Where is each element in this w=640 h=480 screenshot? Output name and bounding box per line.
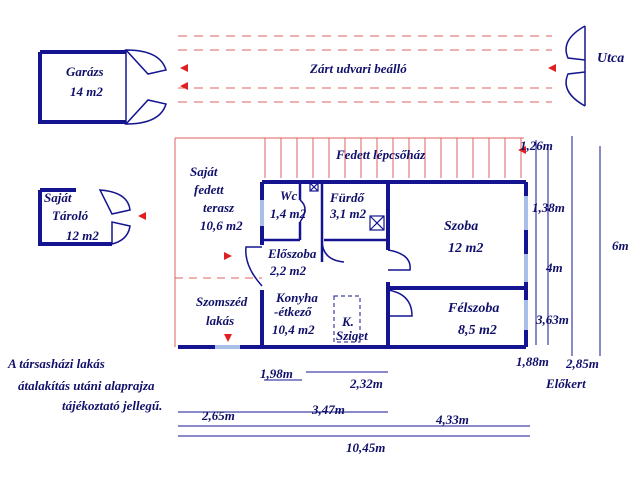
arrow-icon bbox=[224, 252, 232, 260]
terrace-area: 10,6 m2 bbox=[200, 218, 243, 233]
arrow-icon bbox=[180, 64, 188, 72]
wc-label: Wc bbox=[280, 188, 298, 203]
wc-area: 1,4 m2 bbox=[270, 206, 307, 221]
dim-6: 6m bbox=[612, 238, 629, 253]
island-label-1: K. bbox=[341, 314, 354, 329]
terrace-label-3: terasz bbox=[203, 200, 235, 215]
neighbor-label-1: Szomszéd bbox=[196, 294, 248, 309]
kitchen-label-1: Konyha bbox=[275, 290, 318, 305]
door-swings bbox=[245, 199, 413, 317]
note-line-1: A társasházi lakás bbox=[7, 356, 105, 371]
storage-label-1: Saját bbox=[44, 190, 72, 205]
stairwell-label: Fedett lépcsőház bbox=[335, 147, 426, 162]
dim-3-63: 3,63m bbox=[535, 312, 569, 327]
note-line-3: tájékoztató jellegű. bbox=[62, 398, 162, 413]
garage bbox=[38, 49, 167, 125]
storage bbox=[38, 188, 131, 246]
dim-1-26: 1,26m bbox=[520, 138, 553, 153]
kitchen-label-2: -étkező bbox=[274, 304, 313, 319]
storage-label-2: Tároló bbox=[52, 208, 89, 223]
dim-10-45: 10,45m bbox=[346, 440, 385, 455]
street-gate bbox=[565, 25, 586, 107]
dim-1-88: 1,88m bbox=[516, 354, 549, 369]
dimension-lines bbox=[178, 136, 601, 437]
apartment-walls bbox=[178, 180, 528, 349]
dim-1-98: 1,98m bbox=[260, 366, 293, 381]
hall-label: Előszoba bbox=[267, 246, 317, 261]
courtyard-label: Zárt udvari beálló bbox=[309, 61, 407, 76]
room-area: 12 m2 bbox=[448, 241, 483, 256]
terrace-label-2: fedett bbox=[194, 182, 224, 197]
half-room-area: 8,5 m2 bbox=[458, 323, 497, 338]
arrow-icon bbox=[224, 334, 232, 342]
arrow-icon bbox=[548, 64, 556, 72]
room-label: Szoba bbox=[444, 219, 478, 234]
half-room-label: Félszoba bbox=[447, 301, 499, 316]
terrace-label-1: Saját bbox=[190, 164, 218, 179]
dim-2-32: 2,32m bbox=[349, 376, 383, 391]
dim-4-33: 4,33m bbox=[435, 412, 469, 427]
courtyard-dashed-lines bbox=[178, 35, 552, 103]
bathroom-label: Fürdő bbox=[329, 190, 365, 205]
arrow-icon bbox=[518, 146, 526, 154]
windows bbox=[215, 196, 528, 349]
dim-2-65: 2,65m bbox=[201, 408, 235, 423]
dim-2-85: 2,85m bbox=[565, 356, 599, 371]
island-label-2: Sziget bbox=[336, 328, 368, 343]
garage-area: 14 m2 bbox=[70, 84, 103, 99]
bathroom-area: 3,1 m2 bbox=[329, 206, 367, 221]
bath-fixtures bbox=[309, 182, 385, 231]
neighbor-label-2: lakás bbox=[206, 313, 234, 328]
hall-area: 2,2 m2 bbox=[269, 263, 307, 278]
dim-3-47: 3,47m bbox=[311, 402, 345, 417]
street-label: Utca bbox=[597, 51, 624, 66]
garage-label: Garázs bbox=[66, 64, 104, 79]
stair-hatching bbox=[174, 137, 524, 347]
dim-1-38: 1,38m bbox=[532, 200, 565, 215]
front-garden-label: Előkert bbox=[545, 376, 586, 391]
kitchen-area: 10,4 m2 bbox=[272, 322, 315, 337]
kitchen-island bbox=[333, 295, 361, 343]
arrows bbox=[138, 64, 556, 342]
storage-area: 12 m2 bbox=[66, 228, 99, 243]
dim-4: 4m bbox=[545, 260, 563, 275]
arrow-icon bbox=[138, 212, 146, 220]
note-line-2: átalakítás utáni alaprajza bbox=[18, 378, 155, 393]
arrow-icon bbox=[180, 82, 188, 90]
